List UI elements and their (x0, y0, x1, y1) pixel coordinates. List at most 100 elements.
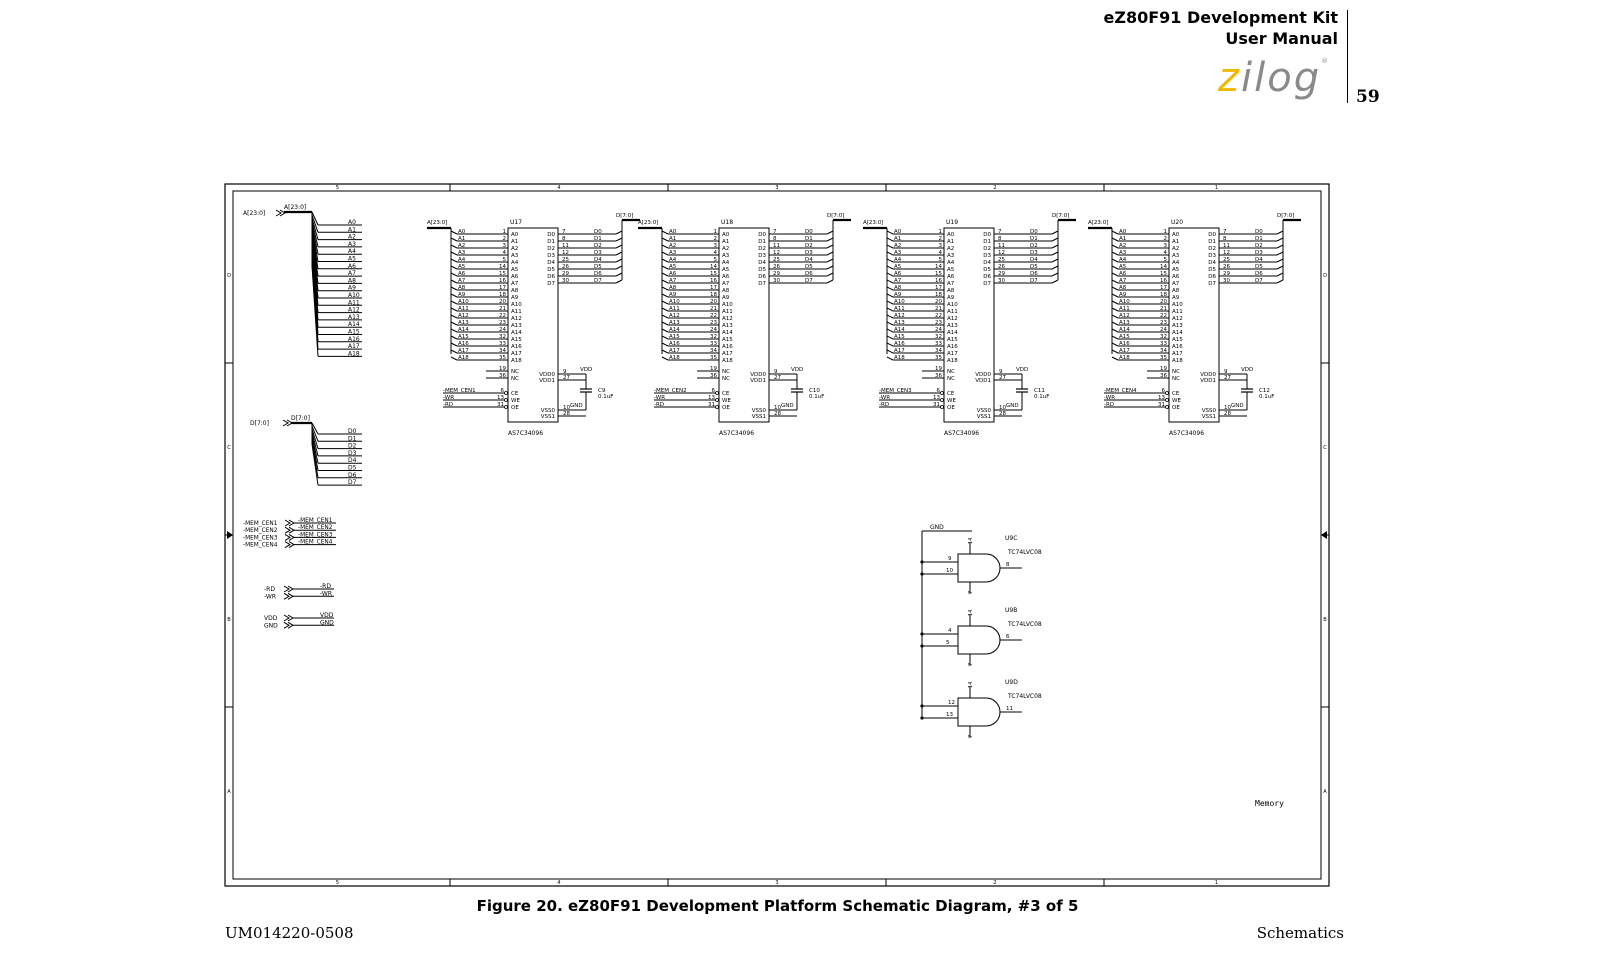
addr-net-label: A10 (458, 299, 469, 305)
data-line-label: D2 (348, 443, 357, 450)
page-number: 59 (1356, 87, 1380, 107)
net-label-cen: -MEM_CEN1 (443, 388, 476, 394)
pin-number: 13 (708, 395, 715, 401)
addr-net-label: A7 (669, 278, 677, 284)
addr-net-label: A16 (669, 341, 680, 347)
bus-entry (450, 251, 458, 256)
bus-entry (1111, 258, 1119, 263)
net-label-power: VDD (320, 612, 334, 619)
pin-number: 20 (710, 299, 717, 305)
bus-entry (1111, 265, 1119, 270)
chip-pin-name: A12 (947, 316, 958, 322)
port-arrow (284, 519, 291, 527)
chip-pin-name: A10 (1172, 302, 1183, 308)
chip-part-number: AS7C34096 (1169, 430, 1204, 437)
sram-chip-body (507, 227, 559, 423)
chip-pin-name: CE (722, 391, 730, 397)
addr-net-label: A12 (458, 313, 469, 319)
chip-pin-name: D3 (758, 253, 766, 259)
capacitor-value: 0.1uF (1259, 394, 1274, 400)
net-label-vdd: VDD (1016, 367, 1028, 373)
pin-number: 25 (998, 257, 1005, 263)
chip-pin-name: A6 (722, 274, 730, 280)
bus-entry (1111, 286, 1119, 291)
bus-entry (1111, 321, 1119, 326)
pin-number: 10 (999, 405, 1006, 411)
pin-number: 17 (710, 285, 717, 291)
pin-number: 28 (1224, 411, 1231, 417)
capacitor-value: 0.1uF (809, 394, 824, 400)
addr-net-label: A6 (1119, 271, 1127, 277)
chip-pin-name: A11 (511, 309, 522, 315)
chip-pin-name: D7 (547, 281, 555, 287)
pin-number: 15 (1160, 271, 1167, 277)
pin-number: 19 (1160, 366, 1167, 372)
chip-pin-name: A4 (511, 260, 519, 266)
chip-pin-name: A9 (947, 295, 955, 301)
chip-pin-name: A13 (511, 323, 522, 329)
pin-number: 1 (714, 229, 718, 235)
data-line-label: D3 (348, 450, 357, 457)
net-label-cen: -MEM_CEN3 (879, 388, 912, 394)
chip-pin-name: NC (1172, 376, 1180, 382)
chip-pin-name: A6 (947, 274, 955, 280)
chip-pin-name: D2 (758, 246, 766, 252)
pin-number: 9 (948, 556, 952, 562)
bus-entry (661, 265, 669, 270)
chip-pin-name: A0 (947, 232, 955, 238)
pin-number: 12 (562, 250, 569, 256)
pin-number: 7 (1223, 229, 1227, 235)
chip-pin-name: D7 (758, 281, 766, 287)
gate-part-number: TC74LVC08 (1007, 693, 1042, 700)
bus-entry (311, 437, 319, 471)
pin-number: 35 (710, 355, 717, 361)
zone-row-label-left: D (227, 273, 231, 279)
pin-number: 21 (1160, 306, 1167, 312)
bus-entry (661, 328, 669, 333)
chip-pin-name: NC (722, 369, 730, 375)
chip-pin-name: A17 (947, 351, 958, 357)
chip-pin-name: A17 (1172, 351, 1183, 357)
chip-pin-name: A15 (722, 337, 733, 343)
bus-entry (450, 321, 458, 326)
addr-net-label: A12 (894, 313, 905, 319)
pin-number: 23 (710, 320, 717, 326)
pin-number: 18 (710, 292, 717, 298)
capacitor-reference: C12 (1259, 388, 1270, 394)
bus-entry (311, 217, 319, 240)
data-net-label: D4 (594, 257, 602, 263)
port-label-cen: -MEM_CEN2 (243, 528, 278, 534)
addr-line-label: A3 (348, 241, 356, 248)
bus-entry (826, 244, 834, 249)
pin-number: 8 (773, 236, 777, 242)
addr-net-label: A1 (1119, 236, 1126, 242)
bus-entry (311, 223, 319, 255)
chip-pin-name: A18 (947, 358, 958, 364)
pin-number: 36 (1160, 373, 1167, 379)
bus-entry (311, 214, 319, 233)
chip-pin-name: VSS1 (977, 414, 991, 420)
chip-pin-name: D6 (547, 274, 555, 280)
bus-entry (661, 258, 669, 263)
bus-entry (1051, 251, 1059, 256)
pin-number: 23 (935, 320, 942, 326)
net-label-addr-bus: A[23:0] (427, 220, 447, 226)
chip-pin-name: A12 (511, 316, 522, 322)
net-label-power: GND (320, 619, 334, 626)
addr-line-label: A18 (348, 350, 360, 357)
document-header: eZ80F91 Development Kit User Manual (1104, 7, 1339, 49)
chip-pin-name: NC (511, 369, 519, 375)
net-label-data-bus: D[7:0] (291, 415, 310, 422)
bus-entry (886, 237, 894, 242)
addr-net-label: A2 (894, 243, 901, 249)
pin-number: 7 (562, 229, 566, 235)
pin-number: 6 (501, 388, 505, 394)
chip-pin-name: D7 (1208, 281, 1216, 287)
pin-number: 32 (935, 334, 942, 340)
bus-entry (1051, 244, 1059, 249)
pin-number: 10 (774, 405, 781, 411)
data-line-label: D0 (348, 428, 357, 435)
chip-pin-name: OE (1172, 405, 1180, 411)
addr-net-label: A5 (894, 264, 902, 270)
pin-number: 32 (499, 334, 506, 340)
